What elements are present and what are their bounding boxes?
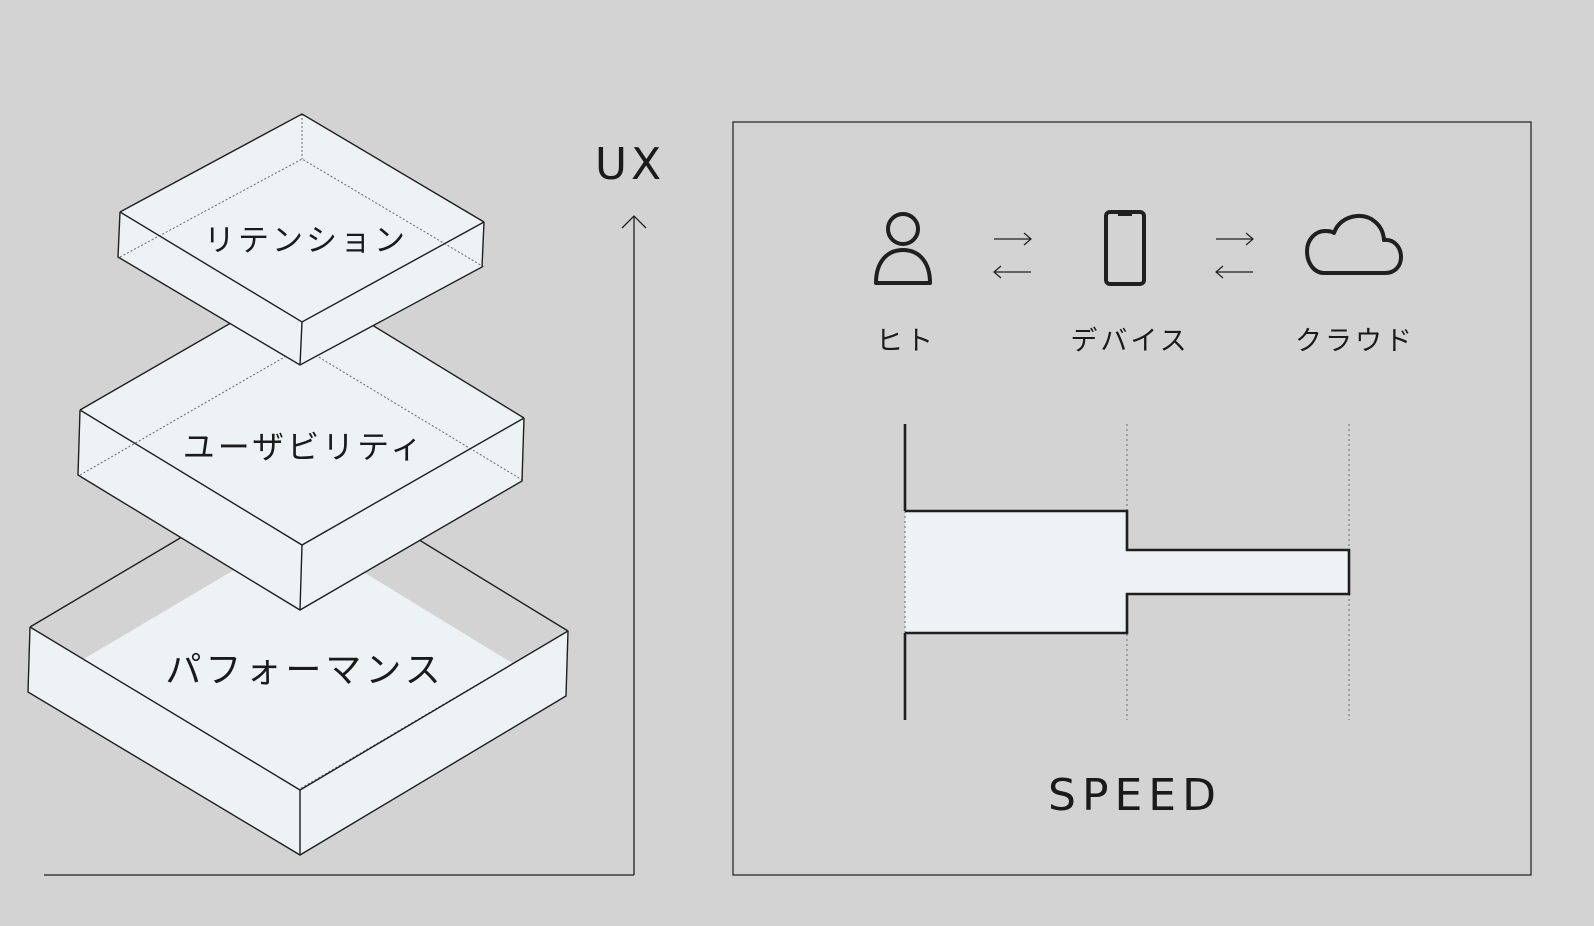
exchange-arrows-icon bbox=[993, 232, 1032, 279]
ux-axis-label: UX bbox=[595, 139, 665, 190]
pipe-outline bbox=[905, 509, 1351, 635]
node-label-person: ヒト bbox=[876, 326, 936, 357]
person-icon bbox=[874, 212, 932, 285]
exchange-arrows-icon bbox=[1215, 232, 1254, 279]
speed-panel bbox=[732, 121, 1532, 876]
layer-label-usability: ユーザビリティ bbox=[183, 428, 425, 466]
cloud-icon bbox=[1305, 213, 1403, 275]
layer-label-retention: リテンション bbox=[204, 223, 408, 259]
speed-label: SPEED bbox=[1048, 770, 1222, 821]
node-label-cloud: クラウド bbox=[1295, 326, 1415, 357]
layer-performance: パフォーマンス bbox=[27, 466, 569, 856]
layer-label-performance: パフォーマンス bbox=[165, 650, 444, 691]
layer-retention: リテンション bbox=[117, 113, 485, 366]
y-axis-arrowhead-icon bbox=[621, 215, 647, 229]
smartphone-icon bbox=[1104, 210, 1146, 286]
speed-pipe bbox=[903, 424, 1351, 720]
layer-usability: ユーザビリティ bbox=[77, 281, 525, 611]
ux-axis: UX bbox=[44, 139, 665, 876]
node-label-device: デバイス bbox=[1070, 326, 1189, 357]
